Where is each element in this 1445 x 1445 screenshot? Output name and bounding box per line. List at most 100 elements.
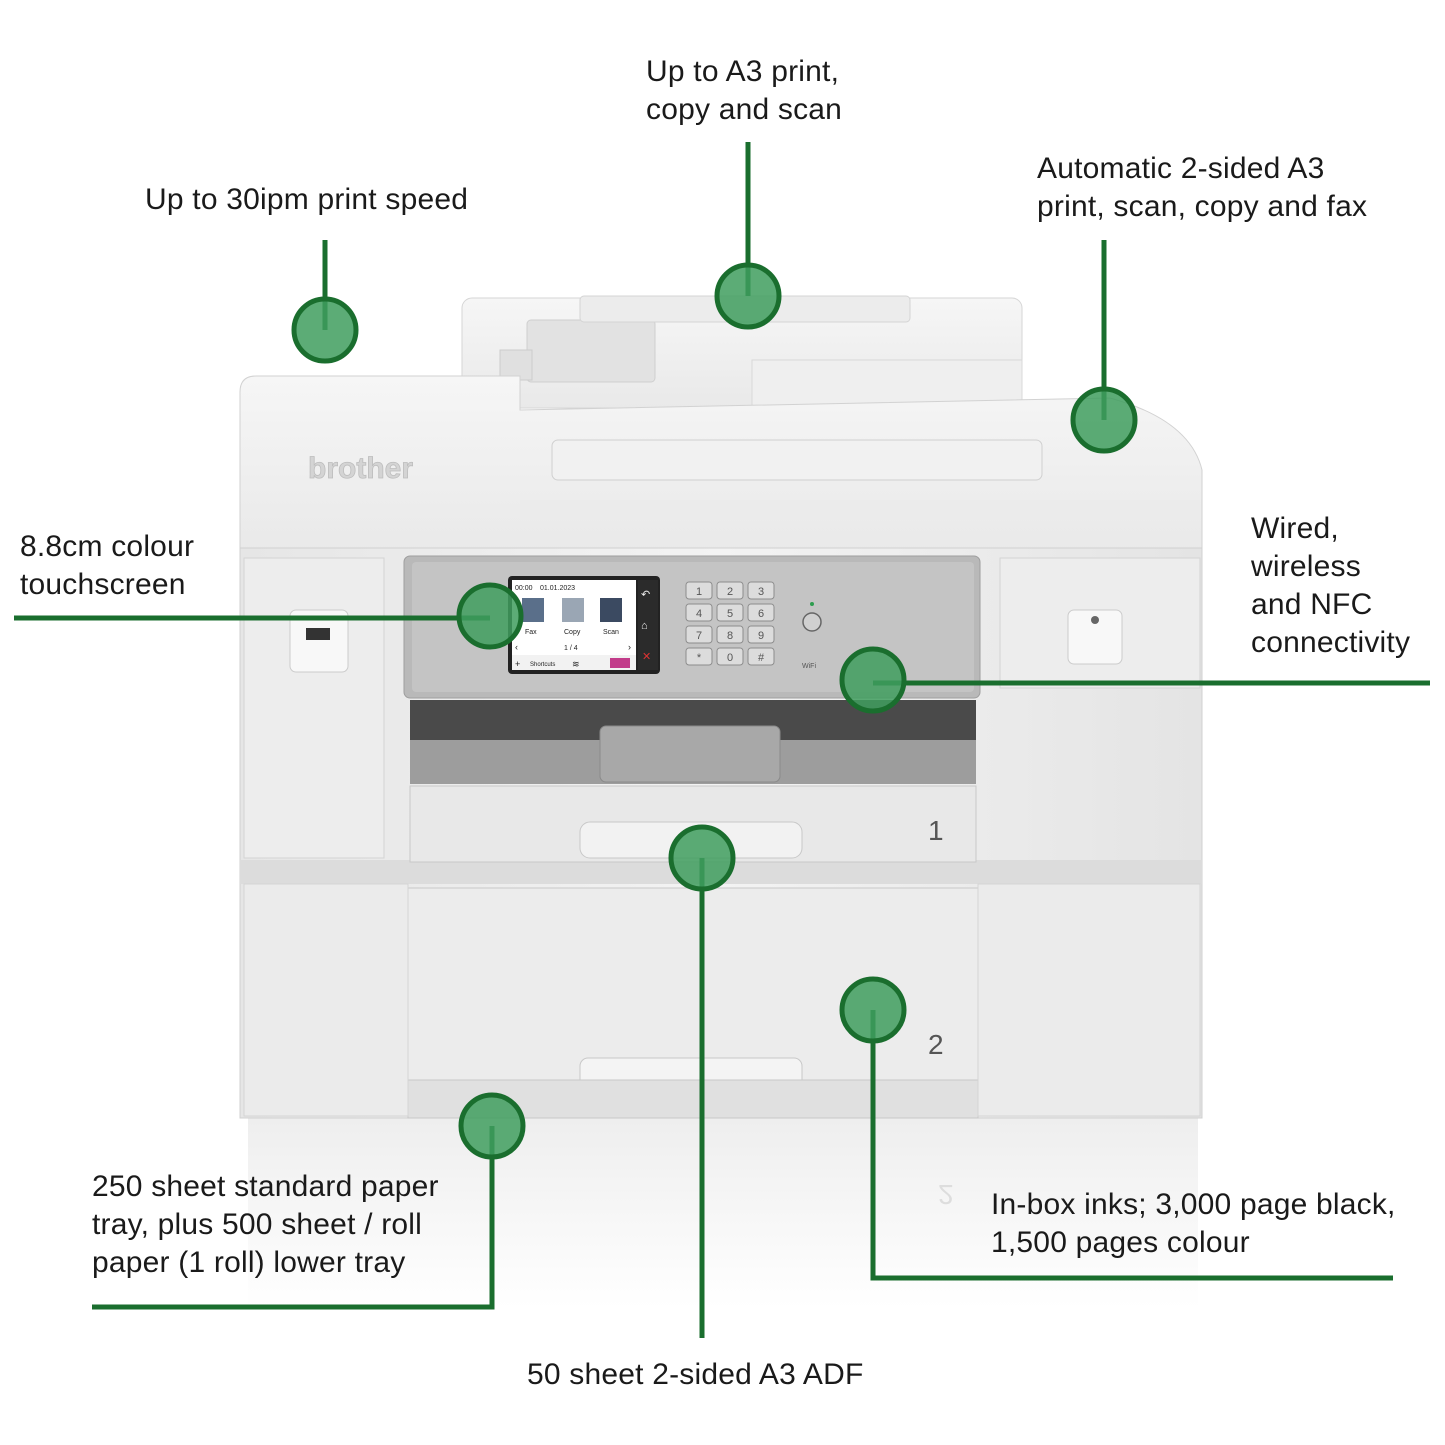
ink-drop-icon [1091, 616, 1099, 624]
lcd-tile-fax[interactable]: Fax [525, 629, 537, 636]
tray-1-number: 1 [928, 815, 944, 846]
back-icon[interactable]: ↶ [641, 589, 650, 601]
keypad-key[interactable] [685, 647, 713, 666]
keypad-key[interactable] [685, 625, 713, 644]
lcd-fax-tile-icon [522, 598, 544, 622]
lcd-shortcuts[interactable]: Shortcuts [530, 662, 555, 668]
keypad-key[interactable] [747, 647, 775, 666]
callout-connectivity-line-4: connectivity [1251, 626, 1411, 659]
callout-connectivity-line-3: and NFC [1251, 588, 1373, 621]
lcd-page-indicator: 1 / 4 [564, 645, 578, 652]
dot-paper-tray [458, 1092, 526, 1160]
adf-front-slot [551, 439, 1043, 481]
keypad-key-label: 9 [758, 630, 764, 642]
lcd-plus-icon[interactable]: + [515, 659, 520, 669]
callout-paper-tray-line-2: tray, plus 500 sheet / roll [92, 1208, 423, 1241]
keypad-key-label: * [697, 652, 702, 664]
power-button-icon[interactable] [802, 612, 822, 632]
lcd-copy-tile-icon [562, 598, 584, 622]
output-tray-extension [599, 725, 781, 783]
lcd-tile-copy[interactable]: Copy [564, 629, 581, 636]
callout-duplex-line-2: print, scan, copy and fax [1037, 190, 1368, 223]
keypad-key-label: 7 [696, 630, 702, 642]
keypad-key-label: 5 [727, 608, 733, 620]
dot-print-speed [291, 296, 359, 364]
callout-paper-tray-line-1: 250 sheet standard paper [92, 1170, 439, 1203]
dot-adf [668, 824, 736, 892]
keypad-key[interactable] [685, 603, 713, 622]
lcd-chevron-right-icon[interactable]: › [628, 642, 631, 652]
callout-inks-line-1: In-box inks; 3,000 page black, [991, 1188, 1396, 1221]
callout-print-speed: Up to 30ipm print speed [145, 181, 468, 219]
callout-print-speed-line-1: Up to 30ipm print speed [145, 183, 469, 216]
callout-paper-tray-line-3: paper (1 roll) lower tray [92, 1246, 406, 1279]
keypad-key[interactable] [716, 581, 744, 600]
adf-front-slot-shadow [520, 500, 1200, 520]
usb-port [306, 628, 330, 640]
lower-left-panel [243, 883, 409, 1117]
dot-connectivity [839, 646, 907, 714]
callout-connectivity: Wired, wireless and NFC connectivity [1251, 510, 1410, 662]
keypad-key[interactable] [747, 603, 775, 622]
callout-duplex-line-1: Automatic 2-sided A3 [1037, 152, 1325, 185]
callout-touchscreen: 8.8cm colour touchscreen [20, 528, 194, 604]
lcd-tile-scan[interactable]: Scan [603, 629, 619, 636]
callout-inks: In-box inks; 3,000 page black, 1,500 pag… [991, 1186, 1396, 1262]
callout-paper-tray: 250 sheet standard paper tray, plus 500 … [92, 1168, 439, 1282]
power-led [810, 602, 814, 606]
cancel-icon[interactable]: ✕ [642, 651, 651, 663]
callout-touchscreen-line-2: touchscreen [20, 568, 186, 601]
keypad-key[interactable] [747, 581, 775, 600]
lcd-ink-levels-icon [610, 658, 630, 668]
callout-adf-line-1: 50 sheet 2-sided A3 ADF [527, 1358, 864, 1391]
keypad-key-label: 0 [727, 652, 733, 664]
keypad-key-label: 8 [727, 630, 733, 642]
adf-output-tray [751, 359, 1023, 407]
usb-port-cover [289, 609, 349, 673]
tray-2-number: 2 [928, 1029, 944, 1060]
callout-touchscreen-line-1: 8.8cm colour [20, 530, 195, 563]
callout-duplex: Automatic 2-sided A3 print, scan, copy a… [1037, 150, 1367, 226]
dot-touchscreen [456, 582, 524, 650]
keypad-key[interactable] [747, 625, 775, 644]
adf-doc-guide [526, 319, 656, 383]
keypad-key[interactable] [716, 625, 744, 644]
lcd-wifi-icon: ≋ [572, 659, 580, 669]
lcd-scan-tile-icon [600, 598, 622, 622]
callout-dots [291, 262, 1138, 1160]
lcd-chevron-left-icon[interactable]: ‹ [515, 642, 518, 652]
keypad-key[interactable] [716, 647, 744, 666]
dot-inks [839, 976, 907, 1044]
brand-logo: brother [308, 452, 413, 485]
callout-a3-print-line-1: Up to A3 print, [646, 55, 840, 88]
home-icon[interactable]: ⌂ [641, 620, 648, 632]
wifi-label: WiFi [802, 663, 816, 670]
callout-inks-line-2: 1,500 pages colour [991, 1226, 1250, 1259]
keypad-key[interactable] [685, 581, 713, 600]
callout-connectivity-line-2: wireless [1251, 550, 1361, 583]
dot-duplex [1070, 386, 1138, 454]
adf-guide-strip [499, 349, 533, 381]
keypad-key-label: 2 [727, 586, 733, 598]
callout-a3-print-line-2: copy and scan [646, 93, 843, 126]
keypad-key-label: # [758, 652, 765, 664]
callout-a3-print: Up to A3 print, copy and scan [646, 53, 842, 129]
keypad-key-label: 4 [696, 608, 702, 620]
line-paper-tray [92, 1126, 495, 1310]
right-panel [999, 557, 1201, 689]
callout-lines [14, 142, 1430, 1338]
keypad-key[interactable] [716, 603, 744, 622]
keypad-key-label: 1 [696, 586, 702, 598]
reflected-tray-number: 2 [938, 1179, 954, 1210]
lcd-time: 00:00 [515, 585, 533, 592]
lcd-side-buttons [638, 580, 658, 670]
callout-adf: 50 sheet 2-sided A3 ADF [527, 1356, 863, 1394]
lcd-date: 01.01.2023 [540, 585, 575, 592]
lower-right-panel [977, 883, 1201, 1117]
line-inks [870, 1010, 1393, 1281]
callout-connectivity-line-1: Wired, [1251, 512, 1339, 545]
lcd-bottom-bar [512, 655, 636, 670]
